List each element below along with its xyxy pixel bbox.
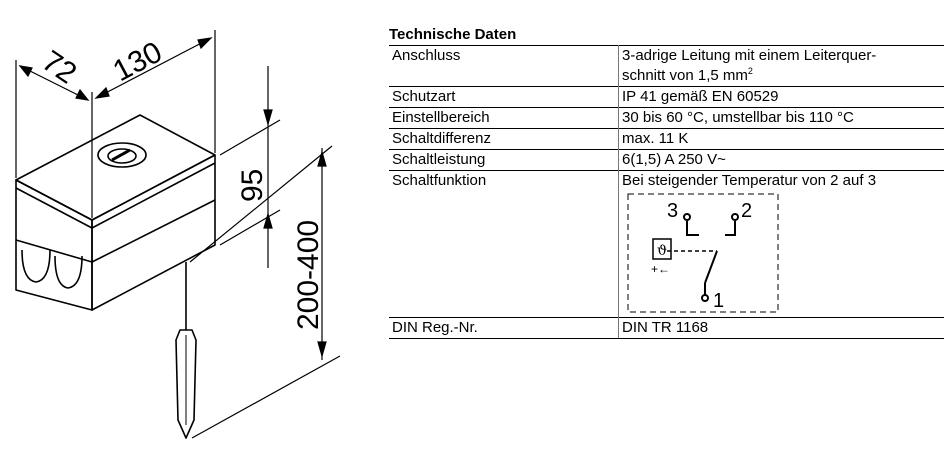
spec-value-line: 3-adrige Leitung mit einem Leiterquer- <box>622 47 877 64</box>
table-row: DIN Reg.-Nr. DIN TR 1168 <box>389 317 944 339</box>
spec-key: Anschluss <box>389 45 619 87</box>
adjust-symbol: +← <box>651 262 670 276</box>
dimension-height: 95 <box>236 169 269 202</box>
terminal-2-label: 2 <box>741 200 752 222</box>
spec-table: Anschluss 3-adrige Leitung mit einem Lei… <box>389 45 944 339</box>
dimension-length: 130 <box>108 36 168 89</box>
spec-value: 6(1,5) A 250 V~ <box>618 149 944 171</box>
spec-value: IP 41 gemäß EN 60529 <box>618 86 944 108</box>
spec-key: Schutzart <box>389 86 619 108</box>
table-row: Schaltleistung 6(1,5) A 250 V~ <box>389 149 944 171</box>
table-row: Einstellbereich 30 bis 60 °C, umstellbar… <box>389 107 944 129</box>
terminal-3-label: 3 <box>667 200 678 222</box>
housing-front-face <box>15 179 93 311</box>
table-row: Schutzart IP 41 gemäß EN 60529 <box>389 86 944 108</box>
superscript: 2 <box>747 66 753 76</box>
switch-schematic: 3 2 1 ϑ +← <box>627 193 779 313</box>
adjust-knob-icon <box>97 142 147 168</box>
spec-key: Schaltdifferenz <box>389 128 619 150</box>
sensor-symbol: ϑ <box>657 243 667 259</box>
housing-side-face <box>91 154 216 311</box>
spec-value: 30 bis 60 °C, umstellbar bis 110 °C <box>618 107 944 129</box>
spec-key: Einstellbereich <box>389 107 619 129</box>
sensor-probe-icon <box>175 329 197 439</box>
spec-value: 3-adrige Leitung mit einem Leiterquer- s… <box>618 45 944 87</box>
spec-value: max. 11 K <box>618 128 944 150</box>
table-row: Anschluss 3-adrige Leitung mit einem Lei… <box>389 45 944 87</box>
dimension-capillary: 200-400 <box>292 220 325 330</box>
spec-key: DIN Reg.-Nr. <box>389 317 619 339</box>
spec-value-text: Bei steigender Temperatur von 2 auf 3 <box>622 172 877 189</box>
terminal-1-label: 1 <box>713 290 724 312</box>
spec-key: Schaltfunktion <box>389 170 619 318</box>
spec-value-line: schnitt von 1,5 mm <box>622 67 748 84</box>
spec-title: Technische Daten <box>389 26 517 43</box>
spec-key: Schaltleistung <box>389 149 619 171</box>
technical-drawing: 72 130 95 200-400 <box>15 30 341 439</box>
dimension-width: 72 <box>36 44 82 90</box>
spec-value: DIN TR 1168 <box>618 317 944 339</box>
table-row: Schaltfunktion Bei steigender Temperatur… <box>389 170 944 318</box>
spec-value: Bei steigender Temperatur von 2 auf 3 3 … <box>618 170 944 318</box>
table-row: Schaltdifferenz max. 11 K <box>389 128 944 150</box>
cable-gland-icon <box>21 249 51 283</box>
